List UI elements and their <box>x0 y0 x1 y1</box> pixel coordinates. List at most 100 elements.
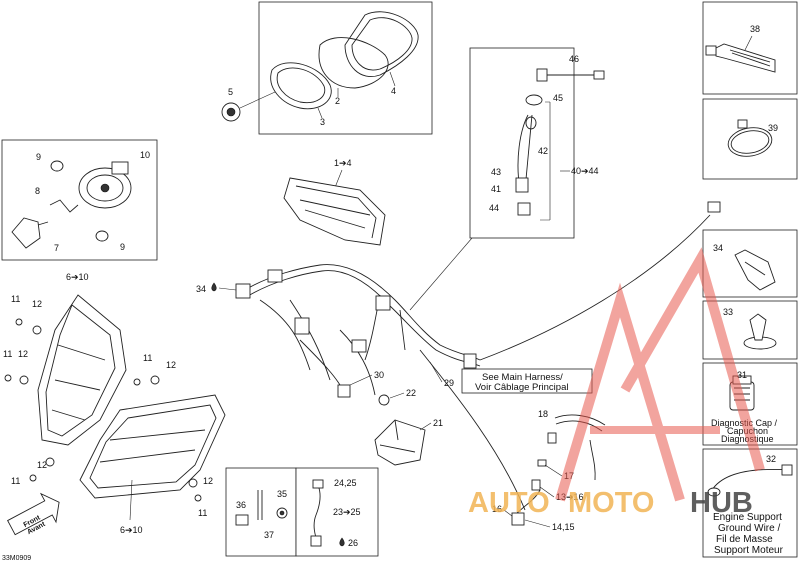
headlamp-bulb-parts <box>11 160 132 249</box>
callout-11-e: 11 <box>198 508 207 518</box>
right-headlight-housing <box>79 394 226 499</box>
callout-12-d: 12 <box>37 460 47 470</box>
diagram-code: 33M0909 <box>2 555 31 562</box>
callout-32: 32 <box>766 454 776 464</box>
callout-13-16: 13➔16 <box>556 492 584 502</box>
callout-41: 41 <box>491 184 501 194</box>
callout-31: 31 <box>737 370 747 380</box>
callout-38: 38 <box>750 24 760 34</box>
callout-10: 10 <box>140 150 150 160</box>
callout-43: 43 <box>491 167 501 177</box>
harness-connector <box>235 283 251 299</box>
harness-connector-parts <box>515 68 605 216</box>
callout-4: 4 <box>391 86 396 96</box>
screw-icon <box>4 374 12 382</box>
relay-module <box>374 419 426 466</box>
ground-wire-line2: Ground Wire / <box>718 523 780 534</box>
sensor-parts <box>235 479 324 547</box>
callout-34-harness: 34 <box>196 284 206 294</box>
callout-33: 33 <box>723 307 733 317</box>
push-rivet-icon <box>743 313 777 350</box>
inset-box-39 <box>702 98 798 180</box>
clip-icon <box>32 325 42 335</box>
callout-21: 21 <box>433 418 443 428</box>
front-arrow <box>7 492 60 536</box>
clip-icon <box>188 478 198 488</box>
callout-11-c: 11 <box>143 353 152 363</box>
clip-icon <box>45 457 55 467</box>
callout-12-c: 12 <box>166 360 176 370</box>
callout-16: 16 <box>492 504 502 514</box>
harness-connector <box>351 339 367 353</box>
left-headlight-housing <box>37 294 127 446</box>
harness-note-line2: Voir Câblage Principal <box>475 382 568 393</box>
screw-icon <box>194 494 202 502</box>
callout-44: 44 <box>489 203 499 213</box>
callout-35: 35 <box>277 489 287 499</box>
screw-icon <box>29 474 37 482</box>
callout-9-bottom: 9 <box>120 242 125 252</box>
callout-3: 3 <box>320 117 325 127</box>
harness-connector <box>267 269 283 283</box>
ground-wire-line4: Support Moteur <box>714 545 784 556</box>
watermark-logo <box>555 247 765 502</box>
ground-wire-icon <box>707 464 793 497</box>
inset-box-32 <box>702 448 798 558</box>
callout-9-top: 9 <box>36 152 41 162</box>
callout-12-e: 12 <box>203 476 213 486</box>
harness-connector <box>375 295 391 311</box>
gauge-detail-box <box>258 1 433 135</box>
main-wiring-harness <box>244 214 711 511</box>
cable-tie-icon <box>727 119 773 157</box>
callout-18: 18 <box>538 409 548 419</box>
callout-34-side: 34 <box>713 243 723 253</box>
callout-1-4: 1➔4 <box>334 158 352 168</box>
screw-icon <box>15 318 23 326</box>
callout-11-b: 11 <box>3 349 12 359</box>
harness-connector <box>463 353 477 369</box>
gauge-knob-center <box>226 107 236 117</box>
callout-7: 7 <box>54 243 59 253</box>
drop-icon <box>339 537 345 547</box>
callout-26: 26 <box>348 538 358 548</box>
drop-icon <box>211 282 217 292</box>
callout-46: 46 <box>569 54 579 64</box>
watermark-text-hub: HUB <box>690 487 753 519</box>
callout-22: 22 <box>406 388 416 398</box>
callout-39: 39 <box>768 123 778 133</box>
callout-6-10-bottom: 6➔10 <box>120 525 143 535</box>
callout-40-44: 40➔44 <box>571 166 599 176</box>
callout-29: 29 <box>444 378 454 388</box>
gauge-assembly <box>283 177 386 246</box>
callout-11-a: 11 <box>11 294 20 304</box>
grease-tube-icon <box>705 43 776 73</box>
gauge-housing-exploded <box>270 11 419 110</box>
callout-12-b: 12 <box>18 349 28 359</box>
sensor-wire-parts <box>511 414 606 526</box>
callout-2: 2 <box>335 96 340 106</box>
nut-icon <box>378 394 390 406</box>
callout-12-a: 12 <box>32 299 42 309</box>
harness-note-line1: See Main Harness/ <box>482 372 563 383</box>
callout-37: 37 <box>264 530 274 540</box>
sensor-detail-box-b <box>295 467 379 557</box>
harness-connector <box>337 384 351 398</box>
harness-connector <box>294 317 310 335</box>
callout-5: 5 <box>228 87 233 97</box>
callout-45: 45 <box>553 93 563 103</box>
watermark-text-auto: AUTO <box>468 487 550 519</box>
harness-connector <box>707 201 721 213</box>
callout-8: 8 <box>35 186 40 196</box>
callout-30: 30 <box>374 370 384 380</box>
ground-wire-line1: Engine Support <box>713 512 782 523</box>
callout-36: 36 <box>236 500 246 510</box>
callout-6-10-top: 6➔10 <box>66 272 89 282</box>
clip-nut-icon <box>734 249 776 291</box>
clip-icon <box>19 375 29 385</box>
clip-icon <box>150 375 160 385</box>
callout-11-d: 11 <box>11 476 20 486</box>
callout-23-25: 23➔25 <box>333 507 361 517</box>
watermark-text-moto: MOTO <box>568 487 654 519</box>
